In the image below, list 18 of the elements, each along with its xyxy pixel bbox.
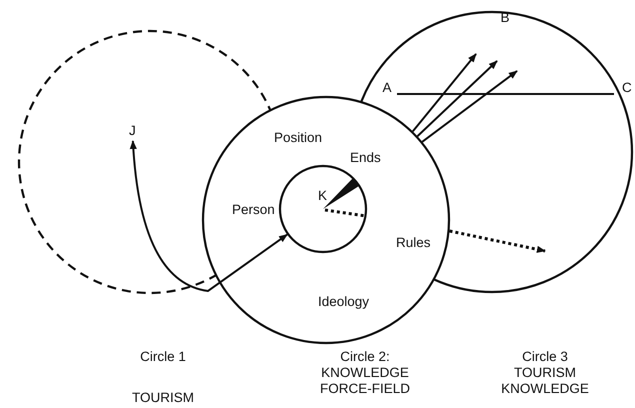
point-label: J — [129, 123, 136, 139]
region-label: Position — [274, 130, 322, 146]
circle-caption: TOURISM — [130, 390, 195, 406]
point-label: A — [382, 80, 392, 96]
circle-caption: Circle 1 — [139, 349, 187, 365]
circle-caption: Circle 2: KNOWLEDGE FORCE-FIELD — [320, 349, 410, 397]
point-label: K — [318, 188, 328, 204]
arrow — [416, 60, 498, 137]
arrow — [422, 70, 518, 143]
region-label: Ideology — [318, 294, 370, 310]
region-label: Person — [232, 202, 275, 218]
arrow — [130, 140, 288, 292]
region-label: Rules — [396, 235, 431, 251]
circle-caption: Circle 3 TOURISM KNOWLEDGE — [500, 349, 590, 397]
arrow — [449, 230, 546, 253]
arrow — [412, 53, 477, 132]
region-label: Ends — [350, 150, 381, 166]
point-label: C — [622, 80, 632, 96]
